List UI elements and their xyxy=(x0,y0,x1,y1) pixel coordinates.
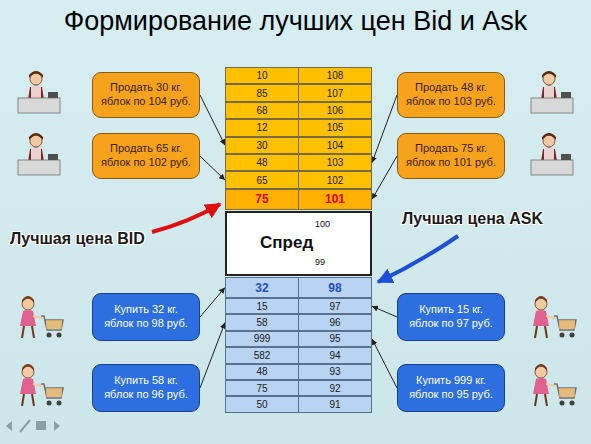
ask-table-row: 48103 xyxy=(225,154,372,171)
buy-order-box: Купить 58 кг. яблок по 96 руб. xyxy=(92,364,200,412)
ask-table-row: 68106 xyxy=(225,102,372,119)
volume-cell: 15 xyxy=(226,299,298,313)
volume-cell: 582 xyxy=(226,348,298,362)
price-cell: 93 xyxy=(298,365,371,379)
price-cell: 96 xyxy=(298,315,371,329)
volume-cell: 10 xyxy=(226,68,298,83)
buy-order-box: Купить 32 кг. яблок по 98 руб. xyxy=(92,293,200,341)
order-arrow xyxy=(372,306,397,317)
order-text: Продать 48 кг. яблок по 103 руб. xyxy=(404,81,498,109)
bid-table-row: 99995 xyxy=(225,331,372,347)
volume-cell: 50 xyxy=(226,397,298,411)
price-cell: 99 xyxy=(315,257,325,267)
bid-table-row: 5091 xyxy=(225,396,372,412)
bid-table-row: 4893 xyxy=(225,364,372,380)
volume-cell: 999 xyxy=(226,332,298,346)
order-text: Купить 32 кг. яблок по 98 руб. xyxy=(99,303,193,331)
price-cell: 97 xyxy=(298,299,371,313)
order-text: Купить 15 кг. яблок по 97 руб. xyxy=(404,303,498,331)
volume-cell: 68 xyxy=(226,103,298,118)
volume-cell: 48 xyxy=(226,155,298,170)
buy-order-box: Купить 999 кг. яблок по 95 руб. xyxy=(397,364,505,412)
price-cell: 100 xyxy=(315,219,330,229)
volume-cell: 32 xyxy=(226,278,298,297)
spread-box: Спред100 99 xyxy=(225,211,372,276)
price-cell: 95 xyxy=(298,332,371,346)
order-text: Продать 30 кг. яблок по 104 руб. xyxy=(99,81,193,109)
price-cell: 92 xyxy=(298,381,371,395)
bid-table-row: 1597 xyxy=(225,298,372,314)
title: Формирование лучших цен Bid и Ask xyxy=(0,6,591,37)
volume-cell: 58 xyxy=(226,315,298,329)
sell-order-box: Продать 65 кг. яблок по 102 руб. xyxy=(92,133,200,179)
bid-table-row: 58294 xyxy=(225,347,372,363)
order-arrow xyxy=(200,156,225,180)
sell-order-box: Продать 30 кг. яблок по 104 руб. xyxy=(92,72,200,118)
volume-cell: 48 xyxy=(226,365,298,379)
order-arrow xyxy=(372,95,397,163)
price-cell: 98 xyxy=(298,278,371,297)
order-arrow xyxy=(372,339,397,388)
price-cell: 91 xyxy=(298,397,371,411)
order-arrow xyxy=(200,95,225,145)
order-text: Продать 65 кг. яблок по 102 руб. xyxy=(99,142,193,170)
ask-table-row: 10108 xyxy=(225,67,372,84)
ask-table-row: 65102 xyxy=(225,171,372,188)
price-cell: 94 xyxy=(298,348,371,362)
price-cell: 105 xyxy=(298,120,371,135)
volume-cell: 30 xyxy=(226,138,298,153)
ask-table-row: 85107 xyxy=(225,84,372,101)
price-cell: 106 xyxy=(298,103,371,118)
best-bid-row: 3298 xyxy=(225,277,372,298)
order-text: Купить 58 кг. яблок по 96 руб. xyxy=(99,374,193,402)
order-text: Продать 75 кг. яблок по 101 руб. xyxy=(404,142,498,170)
volume-cell: 75 xyxy=(226,381,298,395)
price-cell: 107 xyxy=(298,85,371,100)
price-cell: 104 xyxy=(298,138,371,153)
volume-cell: 12 xyxy=(226,120,298,135)
spread-label: Спред xyxy=(260,233,313,253)
ask-table-row: 12105 xyxy=(225,119,372,136)
volume-cell: 65 xyxy=(226,172,298,187)
sell-order-box: Продать 75 кг. яблок по 101 руб. xyxy=(397,133,505,179)
price-cell: 101 xyxy=(298,190,371,209)
best-ask-row: 75101 xyxy=(225,189,372,210)
ask-table-row: 30104 xyxy=(225,137,372,154)
order-arrow xyxy=(372,156,397,199)
callout-label: Лучшая цена BID xyxy=(10,230,145,248)
volume-cell: 85 xyxy=(226,85,298,100)
buy-order-box: Купить 15 кг. яблок по 97 руб. xyxy=(397,293,505,341)
volume-cell: 75 xyxy=(226,190,298,209)
order-arrow xyxy=(200,323,225,388)
order-text: Купить 999 кг. яблок по 95 руб. xyxy=(404,374,498,402)
price-cell: 103 xyxy=(298,155,371,170)
sell-order-box: Продать 48 кг. яблок по 103 руб. xyxy=(397,72,505,118)
bid-table-row: 5896 xyxy=(225,314,372,330)
order-arrow xyxy=(200,288,225,318)
bid-table-row: 7592 xyxy=(225,380,372,396)
price-cell: 108 xyxy=(298,68,371,83)
price-cell: 102 xyxy=(298,172,371,187)
callout-label: Лучшая цена ASK xyxy=(402,210,543,228)
